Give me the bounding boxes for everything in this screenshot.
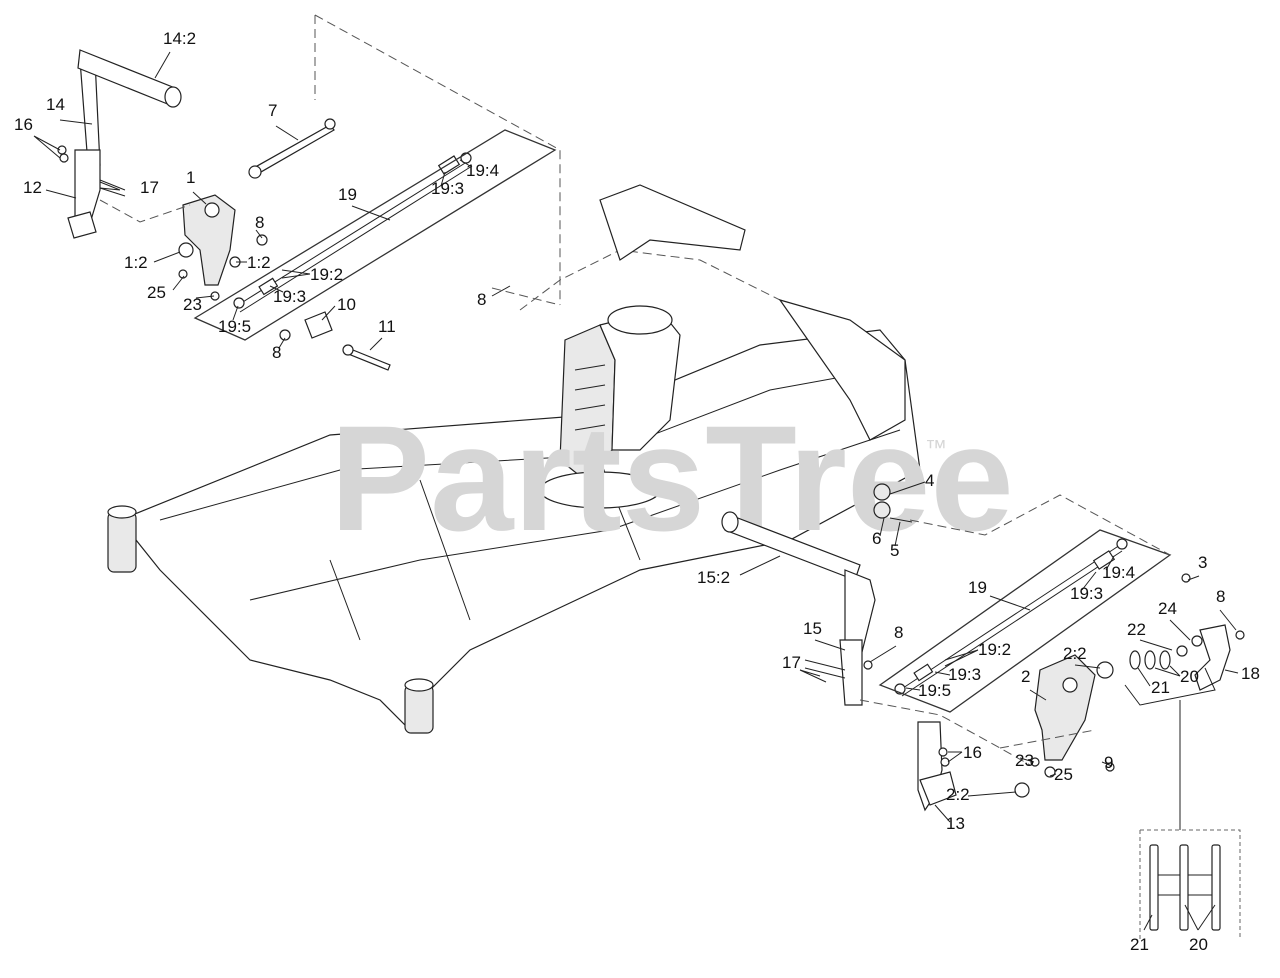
callout-label: 8: [477, 290, 486, 309]
callout-label: 6: [872, 529, 881, 548]
callout-label: 13: [946, 814, 965, 833]
callout-label: 19:2: [978, 640, 1011, 659]
watermark-brand: PartsTree: [330, 394, 1014, 562]
watermark-trademark: ™: [925, 435, 947, 460]
left-control-assembly: [57, 14, 561, 371]
callout-label: 1:2: [124, 253, 148, 272]
inset-washer-b: [1179, 844, 1189, 931]
callout-label: 8: [255, 213, 264, 232]
callout-label: 23: [1015, 751, 1034, 770]
left-spacer: [304, 311, 333, 339]
callout-label: 19: [338, 185, 357, 204]
callout-label: 16: [14, 115, 33, 134]
callout-label: 15:2: [697, 568, 730, 587]
callout-label: 19:3: [273, 287, 306, 306]
callout-label: 25: [1054, 765, 1073, 784]
callout-label: 19:4: [1102, 563, 1135, 582]
right-bushing: [1096, 661, 1114, 679]
callout-label: 19:3: [1070, 584, 1103, 603]
callout-label: 23: [183, 295, 202, 314]
callout-label: 20: [1189, 935, 1208, 954]
callout-label: 14:2: [163, 29, 196, 48]
callout-label: 21: [1130, 935, 1149, 954]
callout-label: 4: [925, 471, 934, 490]
callout-label: 17: [140, 178, 159, 197]
callout-label: 9: [1104, 753, 1113, 772]
right-control-arm: [1034, 654, 1096, 761]
callout-label: 1:2: [247, 253, 271, 272]
inset-washer-a: [1149, 844, 1159, 931]
callout-label: 19:5: [918, 681, 951, 700]
callout-label: 12: [23, 178, 42, 197]
right-bracket: [1194, 624, 1231, 691]
callout-label: 8: [1216, 587, 1225, 606]
left-caster-tube: [107, 511, 137, 573]
callout-label: 1: [186, 168, 195, 187]
callout-label: 17: [782, 653, 801, 672]
callout-label: 8: [272, 343, 281, 362]
left-upper-rod: [249, 124, 335, 177]
callout-label: 7: [268, 101, 277, 120]
callout-label: 22: [1127, 620, 1146, 639]
watermark: PartsTree ™: [330, 394, 1014, 562]
callout-label: 19:2: [310, 265, 343, 284]
callout-label: 14: [46, 95, 65, 114]
callout-label: 3: [1198, 553, 1207, 572]
callout-label: 2:2: [946, 785, 970, 804]
pivot-bracket: [873, 483, 891, 501]
engine: [539, 305, 681, 509]
callout-label: 19: [968, 578, 987, 597]
callout-label: 24: [1158, 599, 1177, 618]
callout-label: 8: [894, 623, 903, 642]
callout-label: 5: [890, 541, 899, 560]
left-control-arm: [182, 194, 236, 286]
callout-label: 18: [1241, 664, 1260, 683]
callout-label: 15: [803, 619, 822, 638]
callout-label: 20: [1180, 667, 1199, 686]
leader-lines: [33, 51, 1239, 931]
callout-label: 19:5: [218, 317, 251, 336]
callout-label: 16: [963, 743, 982, 762]
callout-label: 2:2: [1063, 644, 1087, 663]
callout-label: 25: [147, 283, 166, 302]
callout-label: 19:3: [948, 665, 981, 684]
callout-label: 19:3: [431, 179, 464, 198]
right-control-rod: [899, 544, 1123, 697]
callout-label: 2: [1021, 667, 1030, 686]
left-control-rod: [237, 159, 473, 313]
callout-label: 21: [1151, 678, 1170, 697]
left-bushing: [178, 242, 194, 258]
callout-label: 10: [337, 295, 356, 314]
callout-label: 19:4: [466, 161, 499, 180]
callout-label: 11: [378, 317, 396, 336]
right-control-assembly: [721, 483, 1245, 940]
inset-washer-c: [1211, 844, 1221, 931]
right-caster-tube: [404, 684, 434, 734]
